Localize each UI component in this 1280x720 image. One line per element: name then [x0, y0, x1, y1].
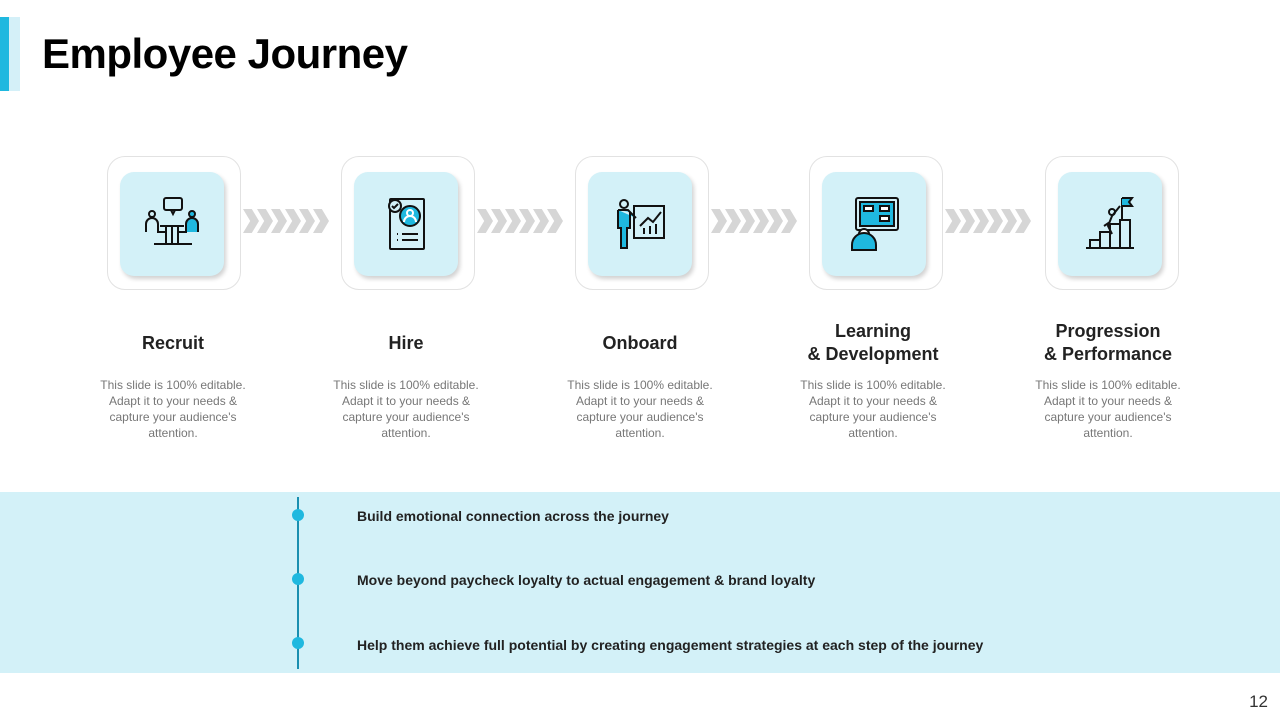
- arrow-chevrons: [243, 209, 329, 233]
- key-points-band: [0, 492, 1280, 673]
- step-title: Onboard: [602, 333, 678, 353]
- step-description: This slide is 100% editable. Adapt it to…: [100, 378, 246, 440]
- timeline-dot: [292, 573, 304, 585]
- step-card-learning: [809, 156, 943, 290]
- flag-climb-icon: [1086, 197, 1134, 249]
- step-title: Learning & Development: [807, 321, 939, 364]
- training-icon: [851, 197, 899, 251]
- title-accent-bar-light: [9, 17, 20, 91]
- step-description: This slide is 100% editable. Adapt it to…: [567, 378, 713, 440]
- step-card-progression: [1045, 156, 1179, 290]
- page-number: 12: [1249, 692, 1268, 711]
- timeline-dot: [292, 637, 304, 649]
- step-card-hire: [341, 156, 475, 290]
- step-title: Hire: [388, 333, 424, 353]
- step-description: This slide is 100% editable. Adapt it to…: [1035, 378, 1181, 440]
- timeline-dot: [292, 509, 304, 521]
- step-card-onboard: [575, 156, 709, 290]
- arrow-chevrons: [945, 209, 1031, 233]
- key-point: Help them achieve full potential by crea…: [357, 637, 984, 653]
- arrow-chevrons: [477, 209, 563, 233]
- step-title: Recruit: [141, 333, 204, 353]
- title-accent-bar: [0, 17, 9, 91]
- step-description: This slide is 100% editable. Adapt it to…: [800, 378, 946, 440]
- arrow-chevrons: [711, 209, 797, 233]
- step-title: Progression & Performance: [1043, 321, 1173, 364]
- step-card-recruit: [107, 156, 241, 290]
- meeting-icon: [145, 197, 199, 245]
- key-point: Build emotional connection across the jo…: [357, 508, 669, 524]
- presentation-icon: [617, 199, 665, 249]
- resume-icon: [388, 198, 425, 250]
- page-title: Employee Journey: [42, 30, 408, 77]
- key-point: Move beyond paycheck loyalty to actual e…: [357, 572, 816, 588]
- step-description: This slide is 100% editable. Adapt it to…: [333, 378, 479, 440]
